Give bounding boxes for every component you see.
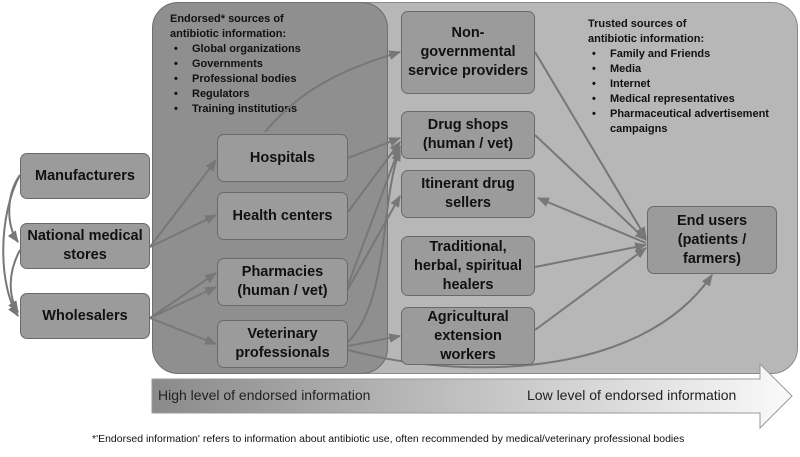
footnote: *'Endorsed information' refers to inform… xyxy=(92,433,685,445)
endorsed-sources-header: Endorsed* sources of antibiotic informat… xyxy=(170,13,287,40)
high-endorsed-label: High level of endorsed information xyxy=(158,387,371,403)
node-manufacturers: Manufacturers xyxy=(20,153,150,199)
node-agricultural-extension-workers: Agricultural extension workers xyxy=(401,307,535,365)
bullet-icon: • xyxy=(174,43,178,55)
endorsed-source-item: • Governments xyxy=(170,57,320,72)
bullet-icon: • xyxy=(174,73,178,85)
node-national-medical-stores: National medical stores xyxy=(20,223,150,269)
node-pharmacies: Pharmacies (human / vet) xyxy=(217,258,348,306)
endorsed-source-label: Regulators xyxy=(192,88,250,100)
bullet-icon: • xyxy=(174,103,178,115)
node-traditional-healers: Traditional, herbal, spiritual healers xyxy=(401,236,535,296)
node-veterinary-professionals: Veterinary professionals xyxy=(217,320,348,368)
trusted-sources-header: Trusted sources of antibiotic informatio… xyxy=(588,18,705,45)
node-itinerant-drug-sellers: Itinerant drug sellers xyxy=(401,170,535,218)
endorsed-source-label: Governments xyxy=(192,58,263,70)
node-wholesalers: Wholesalers xyxy=(20,293,150,339)
low-endorsed-label: Low level of endorsed information xyxy=(527,387,737,403)
node-health-centers: Health centers xyxy=(217,192,348,240)
node-hospitals: Hospitals xyxy=(217,134,348,182)
node-ngo-service-providers: Non-governmental service providers xyxy=(401,11,535,94)
node-end-users: End users (patients / farmers) xyxy=(647,206,777,274)
endorsed-source-item: • Regulators xyxy=(170,87,320,102)
node-drug-shops: Drug shops (human / vet) xyxy=(401,111,535,159)
bullet-icon: • xyxy=(174,58,178,70)
bullet-icon: • xyxy=(174,88,178,100)
